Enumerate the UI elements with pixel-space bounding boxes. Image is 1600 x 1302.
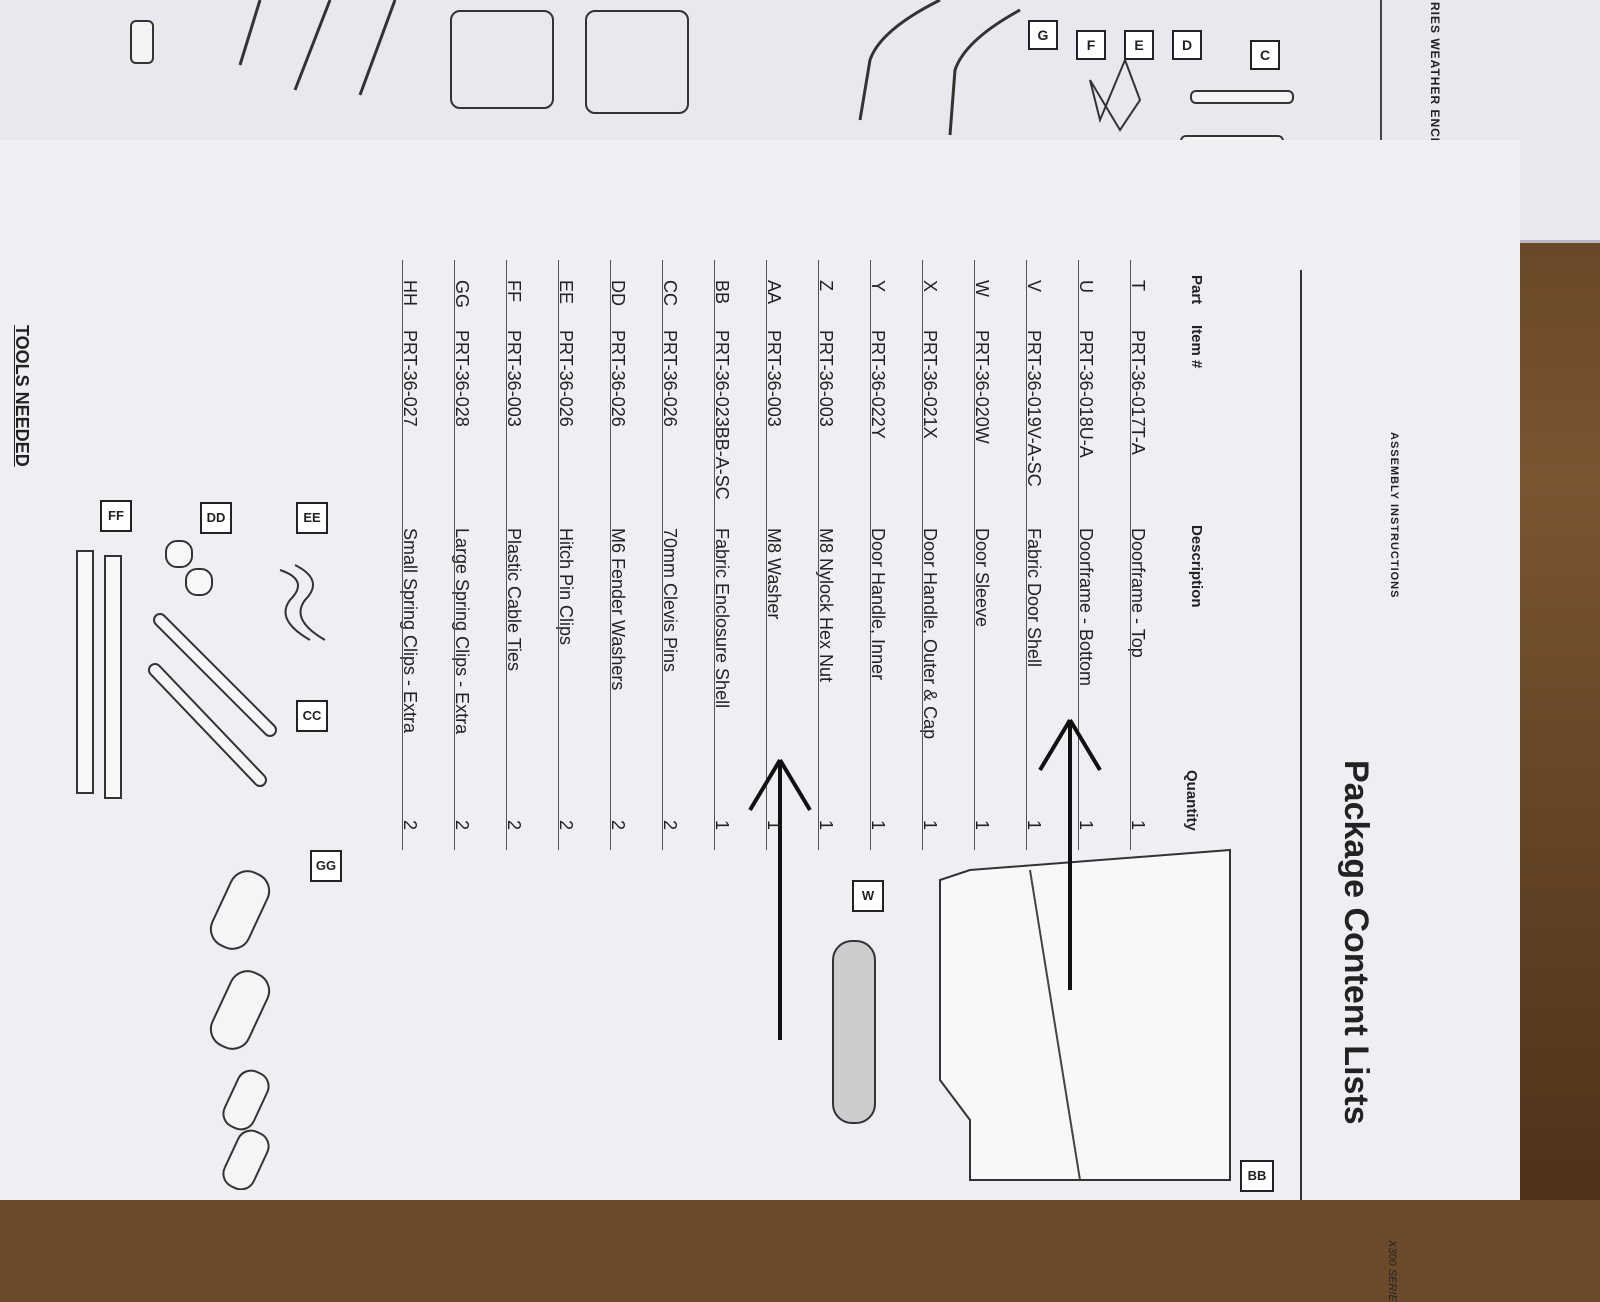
- part-letter-d: D: [1172, 30, 1202, 60]
- part-letter-g: G: [1028, 20, 1058, 50]
- column-header-quantity: Quantity: [1183, 770, 1200, 831]
- part-letter-c: C: [1250, 40, 1280, 70]
- diagram-label-dd: DD: [200, 502, 232, 534]
- door-sleeve-illustration: [832, 940, 876, 1124]
- table-row-divider: [870, 260, 871, 850]
- table-row-divider: [506, 260, 507, 850]
- handwritten-arrow: [748, 758, 812, 1040]
- table-row-divider: [610, 260, 611, 850]
- part-letter-f: F: [1076, 30, 1106, 60]
- diagram-label-ff: FF: [100, 500, 132, 532]
- rod-end-illustration: [130, 20, 154, 64]
- clevis-pin-illustration: [148, 613, 277, 787]
- cable-tie-illustration: [104, 555, 122, 799]
- table-row-divider: [1130, 260, 1131, 850]
- column-header-description: Description: [1188, 525, 1205, 608]
- spring-clip-illustration: [209, 870, 271, 1190]
- diagram-label-bb: BB: [1240, 1160, 1274, 1192]
- part-letter-e: E: [1124, 30, 1154, 60]
- assembly-instructions-label: ASSEMBLY INSTRUCTIONS: [1388, 432, 1400, 599]
- frame-bracket-illustration: [450, 10, 554, 109]
- washer-illustration: [165, 540, 193, 568]
- table-row-divider: [454, 260, 455, 850]
- pin-illustration: [1190, 90, 1294, 104]
- page-title: Package Content Lists: [1337, 760, 1375, 1125]
- package-content-page: ASSEMBLY INSTRUCTIONS Package Content Li…: [0, 140, 1520, 1302]
- column-header-item: Item #: [1188, 325, 1205, 369]
- diagram-label-w: W: [852, 880, 884, 912]
- page-rule: [1380, 0, 1382, 190]
- table-row-divider: [1078, 260, 1079, 850]
- table-row-divider: [714, 260, 715, 850]
- table-row-divider: [402, 260, 403, 850]
- page-rule: [1300, 270, 1302, 1200]
- cable-tie-illustration: [76, 550, 94, 794]
- table-row-divider: [662, 260, 663, 850]
- washer-illustration: [185, 568, 213, 596]
- diagram-label-gg: GG: [310, 850, 342, 882]
- tools-needed-heading: TOOLS NEEDED: [12, 325, 32, 467]
- door-frame-illustration: [939, 848, 1231, 1181]
- hitch-pin-clip-illustration: [279, 564, 326, 641]
- table-row-divider: [558, 260, 559, 850]
- frame-bracket-illustration: [585, 10, 689, 114]
- table-row-divider: [974, 260, 975, 850]
- diagram-label-cc: CC: [296, 700, 328, 732]
- series-label: X300 SERIE: [1386, 1240, 1398, 1302]
- tube-illustrations: [238, 0, 1142, 136]
- column-header-part: Part: [1188, 275, 1205, 305]
- diagram-label-ee: EE: [296, 502, 328, 534]
- table-row-divider: [1026, 260, 1027, 850]
- handwritten-arrow: [1038, 718, 1102, 990]
- table-row-divider: [922, 260, 923, 850]
- table-row-divider: [766, 260, 767, 850]
- table-row-divider: [818, 260, 819, 850]
